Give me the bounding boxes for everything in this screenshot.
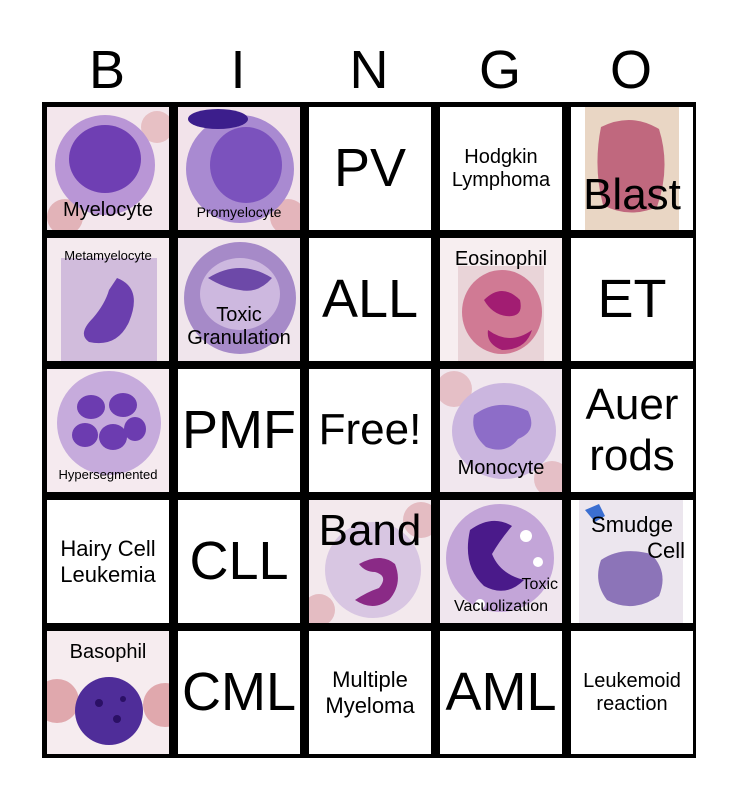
cell-myelocyte[interactable]: Myelocyte xyxy=(47,107,169,230)
cell-label: Promyelocyte xyxy=(196,204,282,220)
cell-label: AML xyxy=(445,662,557,723)
cell-label-line-2: Lymphoma xyxy=(451,168,551,191)
cell-label: Basophil xyxy=(69,641,147,663)
header-letter-n: N xyxy=(349,40,389,100)
cell-leukemoid-reaction[interactable]: Leukemoid reaction xyxy=(571,631,693,754)
monocyte-image xyxy=(440,369,562,492)
hypersegmented-image xyxy=(47,369,169,492)
cell-label: PMF xyxy=(182,400,296,461)
cell-label-line-1: Hodgkin xyxy=(464,145,538,168)
band-image xyxy=(309,500,431,623)
header-letter-g: G xyxy=(478,40,521,100)
toxic-granulation-image xyxy=(178,238,300,361)
cell-blast[interactable]: Blast xyxy=(571,107,693,230)
cell-label: PV xyxy=(333,138,407,199)
cell-label-line-1: Smudge xyxy=(591,512,673,538)
cell-label-line-2: Leukemia xyxy=(60,561,156,587)
blast-image xyxy=(571,107,693,230)
cell-label: ET xyxy=(597,269,667,330)
cell-hairy-cell-leukemia[interactable]: Hairy Cell Leukemia xyxy=(47,500,169,623)
cell-monocyte[interactable]: Monocyte xyxy=(440,369,562,492)
cell-cll[interactable]: CLL xyxy=(178,500,300,623)
cell-hypersegmented[interactable]: Hypersegmented xyxy=(47,369,169,492)
eosinophil-image xyxy=(440,238,562,361)
smudge-cell-image xyxy=(571,500,693,623)
cell-label: Free! xyxy=(318,405,422,455)
cell-label-line-1: Auer xyxy=(585,379,679,429)
cell-label-group: Multiple Myeloma xyxy=(309,631,431,754)
cell-label: Monocyte xyxy=(457,457,545,479)
cell-toxic-vacuolization[interactable]: Toxic Vacuolization xyxy=(440,500,562,623)
cell-free[interactable]: Free! xyxy=(309,369,431,492)
cell-promyelocyte[interactable]: Promyelocyte xyxy=(178,107,300,230)
cell-et[interactable]: ET xyxy=(571,238,693,361)
cell-label-line-2: reaction xyxy=(596,692,668,715)
toxic-vacuolization-image xyxy=(440,500,562,623)
cell-label-line-1: Leukemoid xyxy=(583,669,681,692)
cell-label: Eosinophil xyxy=(454,248,548,270)
cell-label-line-2: rods xyxy=(589,430,675,480)
cell-all[interactable]: ALL xyxy=(309,238,431,361)
cell-label-line-2: Cell xyxy=(647,537,685,563)
myelocyte-image xyxy=(47,107,169,230)
cell-label-group: Hodgkin Lymphoma xyxy=(440,107,562,230)
cell-label-group: Hairy Cell Leukemia xyxy=(47,500,169,623)
cell-metamyelocyte[interactable]: Metamyelocyte xyxy=(47,238,169,361)
cell-label: Metamyelocyte xyxy=(64,248,152,263)
cell-label-line-2: Granulation xyxy=(187,327,291,349)
smudge-marker-icon xyxy=(585,504,605,522)
cell-label-line-1: Hairy Cell xyxy=(60,536,156,562)
cell-aml[interactable]: AML xyxy=(440,631,562,754)
header-letter-b: B xyxy=(88,40,126,100)
cell-pv[interactable]: PV xyxy=(309,107,431,230)
bingo-header: B I N G O xyxy=(42,40,696,100)
cell-label: ALL xyxy=(321,269,419,330)
cell-smudge-cell[interactable]: Smudge Cell xyxy=(571,500,693,623)
header-letter-i: I xyxy=(230,40,246,100)
cell-label-group: Leukemoid reaction xyxy=(571,631,693,754)
cell-band[interactable]: Band xyxy=(309,500,431,623)
cell-label-line-2: Myeloma xyxy=(325,692,415,718)
cell-basophil[interactable]: Basophil xyxy=(47,631,169,754)
cell-label: Myelocyte xyxy=(62,199,154,221)
cell-label-line-1: Multiple xyxy=(332,667,408,693)
cell-label-line-1: Toxic xyxy=(216,304,262,326)
cell-label-line-2: Vacuolization xyxy=(454,598,548,615)
cell-label-group: Toxic Granulation xyxy=(178,293,300,361)
cell-label-group: Smudge Cell xyxy=(571,500,693,575)
cell-label: Hypersegmented xyxy=(58,467,158,482)
cell-label: Band xyxy=(318,506,422,555)
metamyelocyte-image xyxy=(47,238,169,361)
cell-label: Blast xyxy=(583,170,681,219)
bingo-board: Myelocyte Promyelocyte PV Hodgkin Lympho… xyxy=(42,102,696,758)
cell-toxic-granulation[interactable]: Toxic Granulation xyxy=(178,238,300,361)
promyelocyte-image xyxy=(178,107,300,230)
cell-label-line-1: Toxic xyxy=(521,576,558,593)
basophil-image xyxy=(47,631,169,754)
cell-label-group: Auer rods xyxy=(571,369,693,492)
cell-auer-rods[interactable]: Auer rods xyxy=(571,369,693,492)
cell-hodgkin-lymphoma[interactable]: Hodgkin Lymphoma xyxy=(440,107,562,230)
cell-label: CLL xyxy=(189,531,289,592)
cell-multiple-myeloma[interactable]: Multiple Myeloma xyxy=(309,631,431,754)
cell-pmf[interactable]: PMF xyxy=(178,369,300,492)
cell-eosinophil[interactable]: Eosinophil xyxy=(440,238,562,361)
header-letter-o: O xyxy=(609,40,652,100)
cell-cml[interactable]: CML xyxy=(178,631,300,754)
cell-label: CML xyxy=(181,662,296,723)
